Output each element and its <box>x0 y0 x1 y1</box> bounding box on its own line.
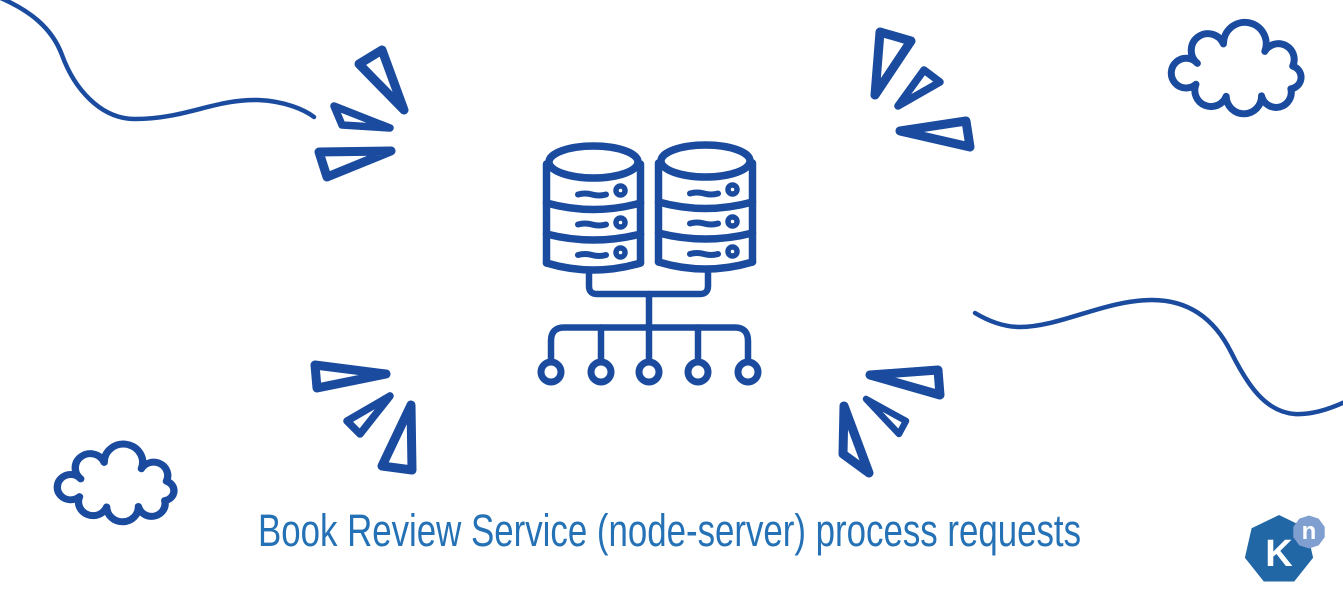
svg-text:K: K <box>1265 533 1293 575</box>
svg-text:Book Review Service (node-serv: Book Review Service (node-server) proces… <box>258 505 1081 556</box>
svg-text:n: n <box>1302 518 1317 545</box>
